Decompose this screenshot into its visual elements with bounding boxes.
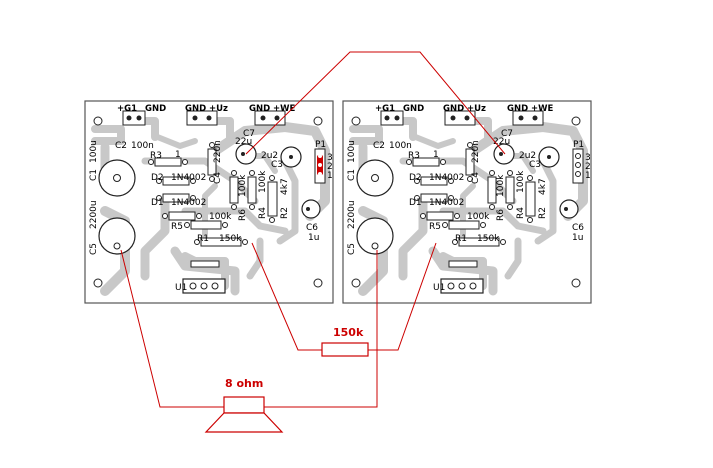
- c4-value: 220n: [471, 140, 481, 163]
- r6-value: 100k: [496, 174, 506, 197]
- c4-ref: C4: [213, 172, 223, 184]
- u1-ref: U1: [175, 283, 187, 293]
- p1-pin3: 3: [585, 153, 591, 163]
- c6-ref: C6: [572, 223, 584, 233]
- wire-c7-to-c7: [245, 51, 506, 155]
- c1-value: 100u: [347, 140, 357, 163]
- c3-value: 2u2: [519, 151, 536, 161]
- speaker-label: 8 ohm: [225, 377, 263, 390]
- wire-c5-left-to-speaker: [120, 249, 224, 408]
- c5-value: 2200u: [347, 200, 357, 229]
- r3-value: 1: [433, 150, 439, 160]
- r5-ref: R5: [429, 222, 441, 232]
- conn-gnd3-label: GND: [507, 104, 528, 114]
- bridge-resistor-label: 150k: [333, 326, 364, 339]
- r6-ref: R6: [238, 209, 248, 221]
- conn-g1-label: +G1: [117, 104, 137, 114]
- p1-ref: P1: [315, 140, 326, 150]
- c5-value: 2200u: [89, 200, 99, 229]
- r1-value: 150k: [219, 234, 242, 244]
- r4-ref: R4: [258, 207, 268, 219]
- bridge-resistor: [321, 342, 369, 357]
- r5-value: 100k: [467, 212, 490, 222]
- conn-g1-label: +G1: [375, 104, 395, 114]
- r5-ref: R5: [171, 222, 183, 232]
- d1-value: 1N4002: [429, 198, 464, 208]
- d2-ref: D2: [409, 173, 422, 183]
- conn-gnd3-label: GND: [249, 104, 270, 114]
- r2-ref: R2: [280, 207, 290, 219]
- r3-ref: R3: [150, 151, 162, 161]
- r2-value: 4k7: [280, 178, 290, 195]
- r4-ref: R4: [516, 207, 526, 219]
- c4-ref: C4: [471, 172, 481, 184]
- r2-value: 4k7: [538, 178, 548, 195]
- external-wiring: [120, 51, 506, 408]
- r1-value: 150k: [477, 234, 500, 244]
- p1-pin2: 2: [327, 162, 333, 172]
- r6-ref: R6: [496, 209, 506, 221]
- d1-ref: D1: [409, 198, 422, 208]
- conn-we-label: +WE: [273, 104, 295, 114]
- p1-pin1: 1: [327, 171, 333, 181]
- d2-ref: D2: [151, 173, 164, 183]
- c3-ref: C3: [271, 160, 283, 170]
- r2-ref: R2: [538, 207, 548, 219]
- r4-value: 100k: [516, 170, 526, 193]
- c1-ref: C1: [347, 169, 357, 181]
- conn-gnd2-label: GND: [443, 104, 464, 114]
- conn-gnd1-label: GND: [403, 104, 424, 114]
- r5-value: 100k: [209, 212, 232, 222]
- c4-value: 220n: [213, 140, 223, 163]
- r3-ref: R3: [408, 151, 420, 161]
- r1-ref: R1: [197, 234, 209, 244]
- c3-value: 2u2: [261, 151, 278, 161]
- c7-value: 22u: [235, 137, 252, 147]
- c5-ref: C5: [347, 243, 357, 255]
- d2-value: 1N4002: [171, 173, 206, 183]
- wire-c5-right-to-speaker: [264, 250, 378, 408]
- p1-ref: P1: [573, 140, 584, 150]
- c1-ref: C1: [89, 169, 99, 181]
- c1-value: 100u: [89, 140, 99, 163]
- r4-value: 100k: [258, 170, 268, 193]
- amplifier-board-right: +G1 GND GND +Uz GND +WE C2 100n R3 1 C7 …: [343, 101, 591, 303]
- c2-ref: C2: [115, 141, 127, 151]
- r6-value: 100k: [238, 174, 248, 197]
- c2-ref: C2: [373, 141, 385, 151]
- c3-ref: C3: [529, 160, 541, 170]
- c7-ref: C7: [243, 129, 255, 139]
- c7-ref: C7: [501, 129, 513, 139]
- p1-pin1: 1: [585, 171, 591, 181]
- d1-ref: D1: [151, 198, 164, 208]
- c5-ref: C5: [89, 243, 99, 255]
- conn-we-label: +WE: [531, 104, 553, 114]
- r3-value: 1: [175, 150, 181, 160]
- c7-value: 22u: [493, 137, 510, 147]
- conn-gnd1-label: GND: [145, 104, 166, 114]
- wire-r1-left-to-bridge: [251, 242, 322, 351]
- wire-r1-right-to-bridge: [368, 242, 437, 351]
- c2-value: 100n: [131, 141, 154, 151]
- conn-gnd2-label: GND: [185, 104, 206, 114]
- c2-value: 100n: [389, 141, 412, 151]
- conn-uz-label: +Uz: [467, 104, 486, 114]
- c6-value: 1u: [308, 233, 319, 243]
- r1-ref: R1: [455, 234, 467, 244]
- amplifier-board-left: +G1 GND GND +Uz GND +WE C2 100n R3 1 C7 …: [85, 101, 333, 303]
- d2-value: 1N4002: [429, 173, 464, 183]
- p1-pin2: 2: [585, 162, 591, 172]
- p1-pin3: 3: [327, 153, 333, 163]
- conn-uz-label: +Uz: [209, 104, 228, 114]
- speaker-icon: [204, 396, 284, 433]
- u1-ref: U1: [433, 283, 445, 293]
- c6-ref: C6: [306, 223, 318, 233]
- c6-value: 1u: [572, 233, 583, 243]
- d1-value: 1N4002: [171, 198, 206, 208]
